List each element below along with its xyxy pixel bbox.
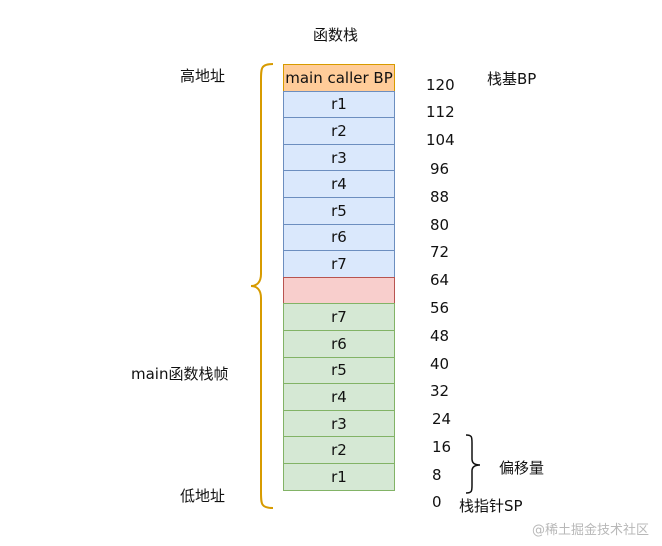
stack-slot-label: r1 (331, 95, 347, 114)
stack-slot-label: main caller BP (285, 68, 393, 87)
stack-slot: r7 (283, 250, 395, 278)
stack-slot: r4 (283, 170, 395, 198)
stack-slot: r5 (283, 356, 395, 385)
stack-slot-label: r4 (331, 175, 347, 194)
low-address-label: 低地址 (180, 487, 226, 505)
stack-slot: r2 (283, 117, 395, 145)
stack-slot: r3 (283, 409, 395, 438)
offset-value: 40 (430, 355, 450, 373)
stack-frame: main caller BP r1 r2 r3 r4 r5 r6 r7 r7 r6 r5 r4 r3 r2… (283, 64, 395, 491)
stack-slot: r5 (283, 196, 395, 225)
watermark: @稀土掘金技术社区 (532, 523, 650, 538)
stack-slot-label: r2 (331, 441, 347, 460)
base-pointer-label: 栈基BP (487, 70, 537, 88)
offset-value: 72 (430, 243, 450, 261)
stack-slot: r7 (283, 303, 395, 331)
stack-slot: r6 (283, 329, 395, 358)
stack-slot: r1 (283, 90, 395, 119)
offset-value: 88 (430, 188, 450, 206)
stack-slot: r6 (283, 223, 395, 252)
offset-value: 56 (430, 299, 450, 317)
offset-value: 32 (430, 382, 450, 400)
stack-slot (283, 276, 395, 305)
stack-slot-label: r5 (331, 361, 347, 380)
offset-value: 96 (430, 160, 450, 178)
diagram-title: 函数栈 (313, 26, 359, 44)
offset-value: 112 (426, 103, 455, 121)
stack-slot: main caller BP (283, 64, 395, 92)
stack-slot-label: r7 (331, 308, 347, 327)
stack-slot: r4 (283, 383, 395, 411)
offset-value: 8 (432, 466, 442, 484)
stack-slot: r1 (283, 462, 395, 491)
stack-slot-label: r2 (331, 121, 347, 140)
offset-value: 48 (430, 327, 450, 345)
offset-brace-path (465, 434, 481, 494)
main-frame-label: main函数栈帧 (131, 365, 229, 383)
stack-slot-label: r7 (331, 254, 347, 273)
stack-slot-label: r6 (331, 334, 347, 353)
offset-value: 120 (426, 76, 455, 94)
high-address-label: 高地址 (180, 67, 226, 85)
offset-value: 104 (426, 131, 455, 149)
offset-value: 80 (430, 216, 450, 234)
main-frame-brace (250, 63, 274, 509)
offset-brace (465, 434, 481, 494)
offset-value: 0 (432, 493, 442, 511)
stack-slot-label: r1 (331, 467, 347, 486)
stack-slot-label: r6 (331, 228, 347, 247)
offset-value: 24 (432, 410, 452, 428)
stack-pointer-label: 栈指针SP (459, 497, 523, 515)
stack-slot: r3 (283, 143, 395, 172)
offset-label: 偏移量 (499, 459, 545, 477)
stack-slot-label: r3 (331, 414, 347, 433)
offset-value: 16 (432, 438, 452, 456)
stack-slot-label: r5 (331, 201, 347, 220)
stack-slot-label: r3 (331, 148, 347, 167)
stack-slot-label: r4 (331, 387, 347, 406)
offset-value: 64 (430, 271, 450, 289)
main-frame-brace-path (250, 63, 274, 509)
stack-slot: r2 (283, 436, 395, 464)
